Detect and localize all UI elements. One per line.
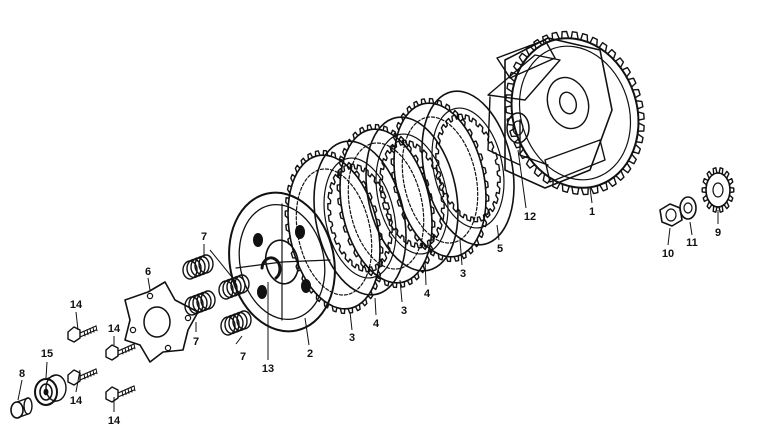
part-label-3: 3 <box>349 332 355 344</box>
part-number-labels: 1 2 3 3 3 4 4 5 6 7 7 7 8 9 10 11 12 13 … <box>19 206 721 427</box>
part-label-14: 14 <box>70 395 83 407</box>
part-label-14: 14 <box>70 299 83 311</box>
part-label-8: 8 <box>19 368 25 380</box>
part-label-14: 14 <box>108 415 121 427</box>
part-label-13: 13 <box>262 363 274 375</box>
part-label-6: 6 <box>145 266 151 278</box>
part-label-7: 7 <box>201 231 207 243</box>
clutch-plate <box>421 90 515 246</box>
part-label-10: 10 <box>662 248 674 260</box>
lifter-plate <box>124 281 199 363</box>
lock-washer <box>679 196 697 220</box>
clutch-spring <box>182 254 214 280</box>
lock-nut <box>659 203 683 227</box>
part-label-5: 5 <box>497 243 503 255</box>
part-label-4: 4 <box>424 288 431 300</box>
bolt <box>67 325 98 343</box>
part-label-14: 14 <box>108 323 121 335</box>
friction-disc <box>284 149 384 315</box>
part-label-7: 7 <box>240 351 246 363</box>
circlip <box>260 256 282 280</box>
clutch-springs <box>182 254 252 336</box>
clutch-spring <box>184 290 216 316</box>
part-label-1: 1 <box>589 206 595 218</box>
clutch-plate-stack <box>228 90 515 333</box>
bolt <box>105 343 136 361</box>
clutch-plate <box>313 140 407 296</box>
part-label-11: 11 <box>686 237 698 249</box>
part-label-15: 15 <box>41 348 53 360</box>
primary-drive-gear <box>701 167 735 213</box>
part-label-7: 7 <box>193 336 199 348</box>
part-label-2: 2 <box>307 348 313 360</box>
bolt <box>67 368 98 386</box>
part-label-12: 12 <box>524 211 536 223</box>
part-label-3: 3 <box>460 268 466 280</box>
lifter-rod <box>10 397 33 419</box>
pressure-plate <box>228 191 336 333</box>
clutch-spring <box>218 274 250 300</box>
clutch-outer-housing <box>487 30 645 196</box>
part-label-3: 3 <box>401 305 407 317</box>
clutch-spring <box>220 310 252 336</box>
part-label-4: 4 <box>373 318 380 330</box>
lifter-bearing <box>34 374 67 406</box>
part-label-9: 9 <box>715 227 721 239</box>
thrust-washer <box>506 112 530 144</box>
bolt <box>105 385 136 403</box>
leader-lines <box>17 149 719 412</box>
friction-disc <box>336 123 436 289</box>
clutch-plate <box>365 116 459 272</box>
lifter-plate-bolts <box>67 325 136 403</box>
